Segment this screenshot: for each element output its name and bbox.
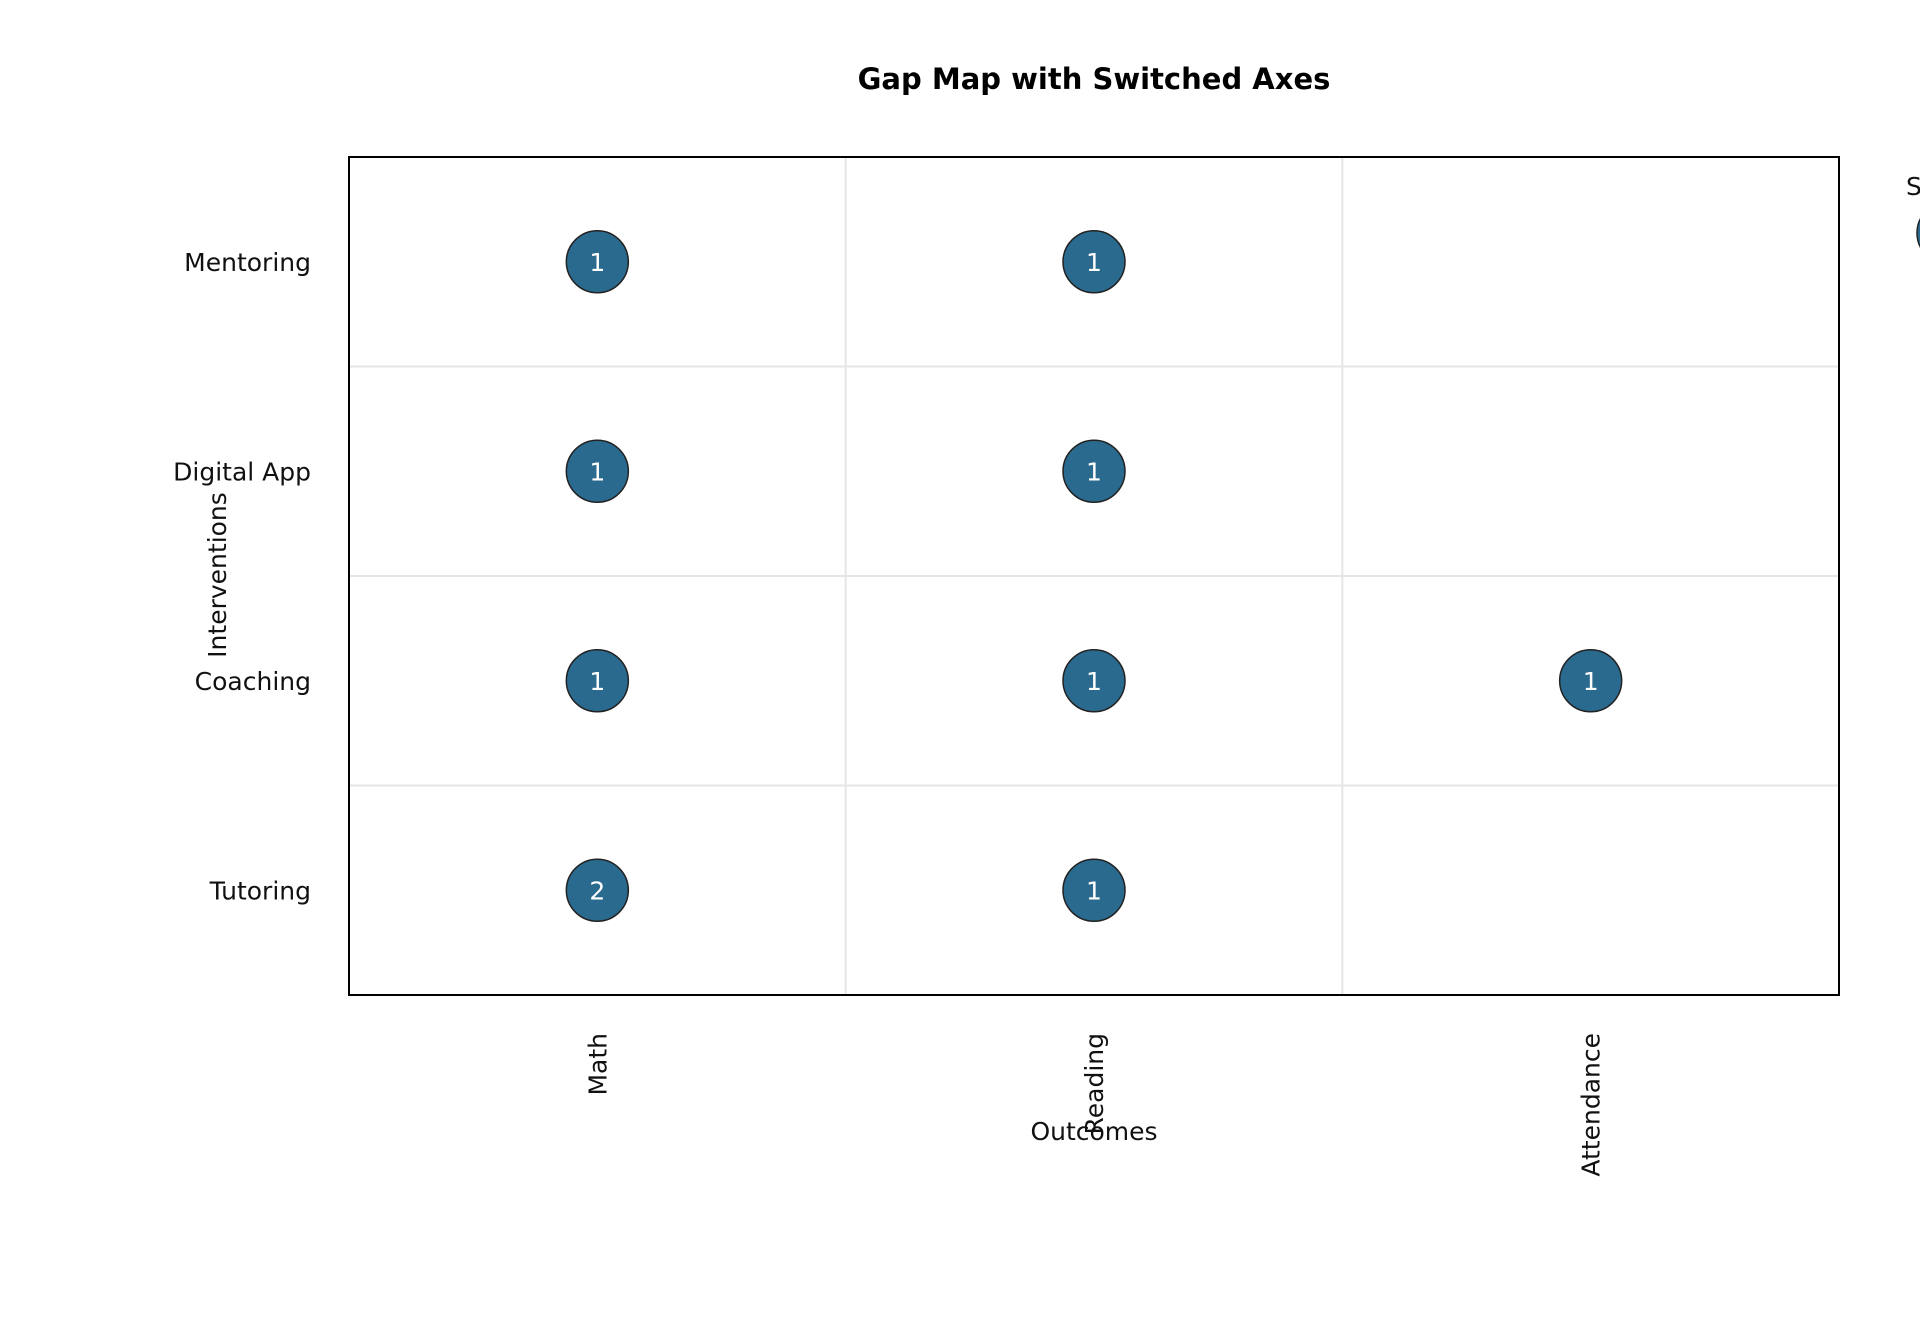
bubble-count-label: 1 bbox=[1086, 457, 1102, 486]
x-tick-label: Reading bbox=[1080, 1033, 1109, 1134]
bubble-count-label: 1 bbox=[1086, 248, 1102, 277]
bubble-marker bbox=[1558, 649, 1623, 713]
bubble-count-label: 1 bbox=[1086, 667, 1102, 696]
legend: S bbox=[1906, 172, 1920, 248]
bubble-count-label: 1 bbox=[1583, 667, 1599, 696]
chart-title: Gap Map with Switched Axes bbox=[858, 62, 1331, 96]
legend-title: S bbox=[1906, 172, 1920, 201]
bubble-marker bbox=[565, 439, 630, 503]
bubbles: 1 1 1 1 1 1 1 2 1 bbox=[565, 230, 1623, 922]
bubble-count-label: 1 bbox=[589, 248, 605, 277]
y-axis-label: Interventions bbox=[203, 492, 232, 658]
bubble-marker bbox=[1062, 230, 1126, 294]
x-tick-label: Math bbox=[583, 1033, 612, 1096]
y-tick-label: Coaching bbox=[195, 667, 311, 696]
bubble-count-label: 1 bbox=[589, 667, 605, 696]
bubble-count-label: 1 bbox=[589, 457, 605, 486]
bubble-count-label: 2 bbox=[589, 876, 605, 905]
grid-lines bbox=[349, 157, 1839, 995]
bubble-marker bbox=[1062, 858, 1126, 922]
x-axis-label: Outcomes bbox=[1030, 1117, 1157, 1146]
bubble-marker bbox=[565, 649, 630, 713]
bubble-marker bbox=[565, 858, 630, 922]
legend-marker bbox=[1916, 218, 1920, 248]
y-tick-label: Mentoring bbox=[184, 248, 311, 277]
x-tick-label: Attendance bbox=[1577, 1033, 1606, 1177]
y-tick-labels: Tutoring Coaching Digital App Mentoring bbox=[173, 248, 311, 906]
bubble-marker bbox=[565, 230, 630, 294]
bubble-marker bbox=[1062, 649, 1126, 713]
bubble-count-label: 1 bbox=[1086, 876, 1102, 905]
y-tick-label: Digital App bbox=[173, 457, 311, 486]
plot-frame bbox=[348, 156, 1840, 996]
y-tick-label: Tutoring bbox=[209, 876, 311, 905]
x-tick-labels: Math Reading Attendance bbox=[583, 1033, 1605, 1177]
bubble-marker bbox=[1062, 439, 1126, 503]
